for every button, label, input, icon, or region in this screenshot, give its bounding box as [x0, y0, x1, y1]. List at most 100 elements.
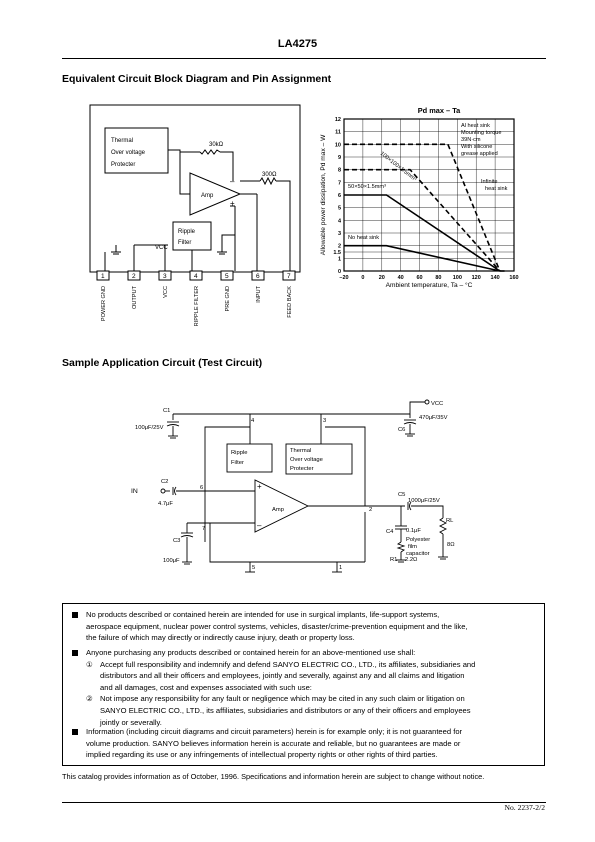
- x-tick-label: 140: [491, 275, 500, 281]
- annot-al-1: Al heat sink: [461, 123, 490, 129]
- rl-name: RL: [446, 518, 454, 524]
- filter-label: Filter: [178, 240, 191, 246]
- y-tick-label: 9: [338, 155, 341, 161]
- notice-2-2-line-1: Not impose any responsibility for any fa…: [100, 694, 465, 704]
- pin-6: 6: [256, 273, 260, 280]
- circled-2-icon: ②: [86, 694, 93, 704]
- pin-name-7: FEED BACK: [287, 286, 293, 318]
- c6-value: 470μF/35V: [419, 415, 448, 421]
- svg-text:–: –: [230, 177, 235, 186]
- amp-label: Amp: [201, 193, 214, 199]
- y-tick-label: 3: [338, 231, 341, 237]
- notice-3: Information (including circuit diagrams …: [72, 726, 536, 761]
- filter-label: Filter: [231, 460, 244, 466]
- overvoltage-label: Over voltage: [290, 457, 323, 463]
- application-circuit: VCC C1 100μF/25V 470μF/35V C6 IN C2 4.7μ…: [131, 399, 455, 573]
- c3-name: C3: [173, 538, 180, 544]
- vcc-label: VCC: [431, 401, 443, 407]
- c4-desc-2: film: [408, 544, 417, 550]
- notice-2-text: Anyone purchasing any products described…: [86, 648, 416, 657]
- thermal-label: Thermal: [290, 448, 311, 454]
- x-tick-label: 20: [379, 275, 385, 281]
- annot-no-sink: No heat sink: [348, 235, 379, 241]
- svg-text:+: +: [257, 482, 262, 491]
- pin-3-label: 3: [323, 418, 326, 424]
- notice-2-1-line-3: and all damages, cost and expenses assoc…: [100, 682, 312, 692]
- pin-name-3: VCC: [163, 286, 169, 298]
- y-tick-label: 12: [335, 117, 341, 123]
- svg-text:–: –: [257, 521, 262, 530]
- bullet-icon: [72, 650, 78, 656]
- annot-100: 100×100×1.5mm³: [379, 151, 418, 183]
- c2-value: 4.7μF: [158, 501, 173, 507]
- x-tick-label: 100: [453, 275, 462, 281]
- pin-7-label: 7: [202, 526, 205, 532]
- notice-1-line-3: the failure of which may directly or ind…: [86, 633, 355, 643]
- block-diagram: Thermal Over voltage Protecter Ripple Fi…: [89, 104, 301, 326]
- chart-title: Pd max – Ta: [418, 106, 461, 115]
- notice-2-1-line-1: Accept full responsibility and indemnify…: [100, 659, 476, 669]
- ripple-label: Ripple: [231, 450, 247, 456]
- c3-value: 100μF: [163, 558, 180, 564]
- resistor-30k: 30kΩ: [209, 142, 224, 148]
- c6-name: C6: [398, 427, 405, 433]
- annot-al-5: grease applied: [461, 151, 498, 157]
- c5-value: 1000μF/25V: [408, 498, 440, 504]
- chart-series: [344, 143, 505, 272]
- annot-al-2: Mounting torque: [461, 130, 501, 136]
- pin-4: 4: [194, 273, 198, 280]
- svg-text:+: +: [230, 199, 235, 208]
- annot-50: 50×50×1.5mm³: [348, 184, 386, 190]
- y-tick-label: 10: [335, 142, 341, 148]
- y-tick-label: 4: [338, 218, 342, 224]
- protecter-label: Protecter: [290, 466, 314, 472]
- resistor-300: 300Ω: [262, 172, 277, 178]
- y-tick-label: 1.5: [333, 250, 341, 256]
- series-line-4: [344, 244, 501, 272]
- y-tick-label: 1: [338, 256, 341, 262]
- c1-value: 100μF/25V: [135, 425, 164, 431]
- x-axis-label: Ambient temperature, Ta – °C: [386, 281, 473, 289]
- catalog-note: This catalog provides information as of …: [62, 772, 485, 781]
- pin-1: 1: [101, 273, 105, 280]
- c4-value: 0.1μF: [406, 528, 421, 534]
- notice-2: Anyone purchasing any products described…: [72, 647, 536, 728]
- circled-1-icon: ①: [86, 659, 93, 669]
- annot-inf-2: heat sink: [485, 186, 508, 192]
- bullet-icon: [72, 612, 78, 618]
- overvoltage-label: Over voltage: [111, 150, 146, 156]
- notice-3-line-1: Information (including circuit diagrams …: [86, 727, 463, 736]
- notice-2-1-line-2: distributors and all their officers and …: [100, 671, 465, 681]
- amp-label: Amp: [272, 507, 284, 513]
- series-line-3: [344, 194, 501, 272]
- page-header: LA4275: [277, 38, 318, 50]
- pin-name-2: OUTPUT: [132, 285, 138, 309]
- pin-1-label: 1: [339, 565, 342, 571]
- pin-7: 7: [287, 273, 291, 280]
- rl-value: 8Ω: [447, 542, 455, 548]
- r1-value: 2.2Ω: [405, 557, 418, 563]
- c4-name: C4: [386, 529, 394, 535]
- notice-3-line-2: volume production. SANYO believes inform…: [86, 738, 461, 748]
- notice-2-2-line-2: SANYO ELECTRIC CO., LTD., its affiliates…: [100, 705, 471, 715]
- notice-2-2-line-3: jointly or severally.: [100, 717, 162, 727]
- pin-5-label: 5: [252, 565, 255, 571]
- pin-6-label: 6: [200, 485, 203, 491]
- pin-2: 2: [132, 273, 136, 280]
- notice-3-line-3: implied regarding its use or any infring…: [86, 750, 438, 760]
- series-line-1: [344, 143, 501, 272]
- pin-3: 3: [163, 273, 167, 280]
- y-tick-label: 11: [335, 130, 341, 136]
- pin-name-4: RIPPLE FILTER: [194, 286, 200, 326]
- x-tick-label: 60: [416, 275, 422, 281]
- section1-title: Equivalent Circuit Block Diagram and Pin…: [62, 73, 332, 85]
- annot-inf-1: Infinite: [481, 179, 497, 185]
- series-line-2: [344, 168, 501, 272]
- header-rule: [62, 58, 546, 59]
- notice-box: No products described or contained herei…: [62, 603, 545, 766]
- thermal-label: Thermal: [111, 138, 133, 144]
- footer-rule: [62, 802, 546, 803]
- pin-5: 5: [225, 273, 229, 280]
